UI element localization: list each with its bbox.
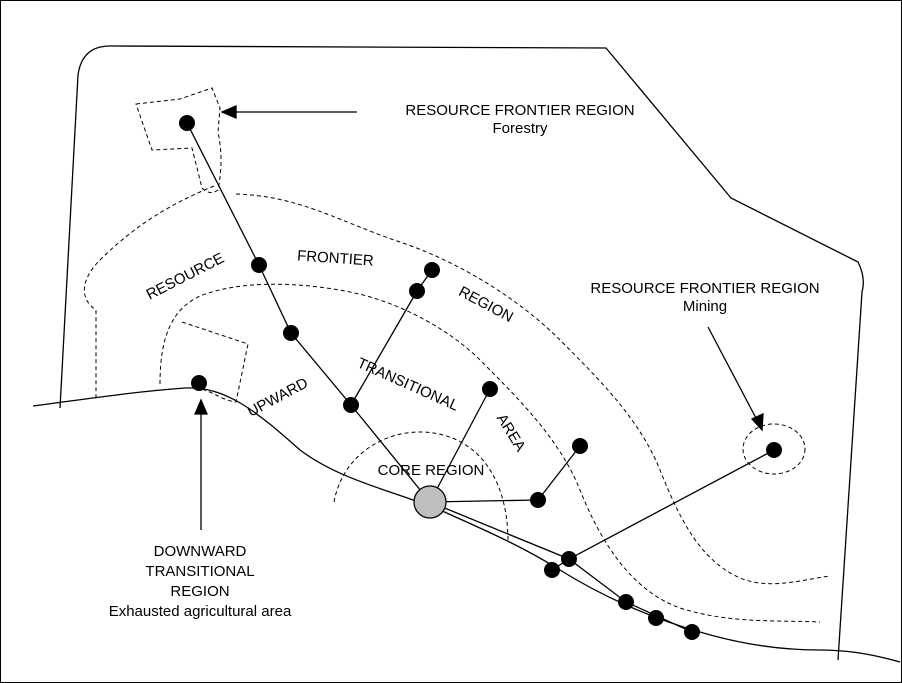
mining-arrow-shaft [707,326,758,421]
mining-arrow-head [750,412,764,432]
mining-region-outline [742,423,806,475]
core-region-outline [333,431,509,543]
settlement-node [544,562,560,578]
downward-callout-line3: REGION [170,583,230,600]
downward-transitional-outline [181,321,249,403]
settlement-node [343,397,359,413]
frontier-word-wrap: FRONTIER [285,247,385,270]
settlement-node [684,624,700,640]
upward-transitional-outline [159,283,821,623]
forestry-callout: RESOURCE FRONTIER REGION Forestry [360,102,680,138]
coastline [32,387,901,663]
forestry-callout-subtitle: Forestry [492,120,548,137]
central-branch [429,388,491,503]
settlement-node [424,262,440,278]
settlement-node [191,375,207,391]
settlement-node [618,594,634,610]
settlement-node [283,325,299,341]
settlement-node [572,438,588,454]
transitional-word-wrap: TRANSITIONAL [333,355,483,415]
region-word-wrap: REGION [446,283,526,326]
forestry-arrow-head [220,105,237,119]
settlement-node [530,492,546,508]
downward-callout-line4: Exhausted agricultural area [108,603,292,620]
mining-callout: RESOURCE FRONTIER REGION Mining [545,280,865,316]
downward-arrow-head [194,398,208,415]
land-boundary [59,45,864,661]
resource-frontier-outline [83,185,831,585]
settlement-node [766,442,782,458]
mining-route [551,449,775,571]
forestry-route [186,122,431,503]
downward-callout: DOWNWARD TRANSITIONAL REGION Exhausted a… [60,542,340,622]
settlement-node [561,551,577,567]
forestry-region-outline [135,87,222,194]
frontier-word: FRONTIER [296,247,374,270]
upward-word-wrap: UPWARD [228,375,328,421]
mining-callout-title: RESOURCE FRONTIER REGION [590,280,820,297]
mining-callout-subtitle: Mining [682,298,728,315]
core-region-label: CORE REGION [377,462,485,479]
settlement-node [251,257,267,273]
area-word-wrap: AREA [480,411,540,455]
resource-word-wrap: RESOURCE [126,250,246,304]
settlement-node [179,115,195,131]
core-city-node [413,485,447,519]
settlement-node [482,381,498,397]
callout-arrows [194,105,764,530]
settlement-node [409,283,425,299]
settlement-node [648,610,664,626]
downward-callout-line1: DOWNWARD [153,543,247,560]
settlement-nodes [179,115,782,640]
downward-callout-line2: TRANSITIONAL [145,563,255,580]
forestry-callout-title: RESOURCE FRONTIER REGION [405,102,635,119]
